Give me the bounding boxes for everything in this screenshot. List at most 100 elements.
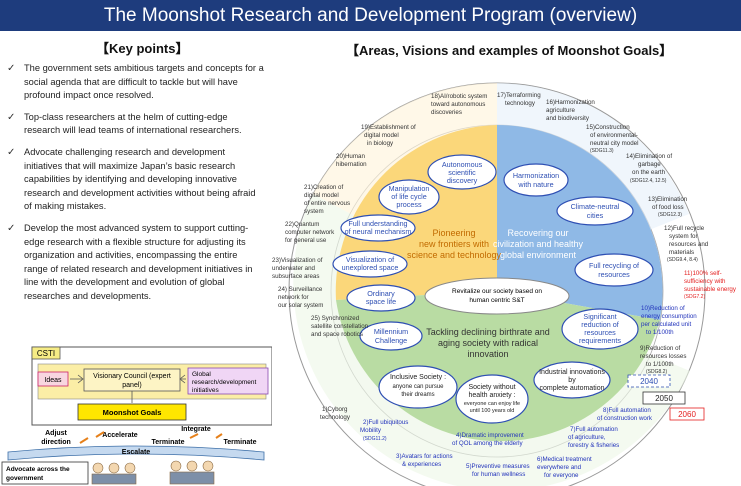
year-2060: 2060	[678, 410, 696, 419]
manipulation-label-2: of life cycle	[391, 192, 427, 201]
visionary-council-label-2: panel)	[122, 382, 141, 389]
millennium-label-2: Challenge	[375, 336, 407, 345]
goal-label-12-4: materials	[669, 249, 694, 256]
goal-label-21-2: digital model	[304, 192, 339, 199]
center-label-2: human centric S&T	[469, 297, 524, 304]
goal-label-23-2: underwater and	[272, 265, 316, 272]
key-points-heading: 【Key points】	[96, 41, 189, 56]
escalate-arrow	[7, 445, 265, 461]
recovering-label-3: global environment	[500, 250, 577, 260]
harmonization-label-2: with nature	[517, 180, 553, 189]
goal-labels-blue: 10)Reduction of energy consumption per c…	[360, 305, 697, 479]
society-label-2: health anxiety :	[468, 392, 515, 399]
inclusive-label-3: their dreams	[401, 392, 434, 398]
industrial-oval	[533, 361, 611, 399]
pioneering-label-3: science and technology	[407, 250, 502, 260]
goal-label-16-2: agriculture	[546, 107, 575, 114]
goal-label-11-3: sustainable energy	[684, 286, 737, 293]
check-icon: ✓	[7, 146, 16, 158]
goals-diagram: Pioneering new frontiers with science an…	[272, 82, 737, 486]
year-2050: 2050	[655, 394, 673, 403]
tackling-label-3: innovation	[467, 349, 508, 359]
global-initiatives-label-2: research/development	[192, 379, 257, 386]
goal-label-10-2: energy consumption	[641, 313, 697, 320]
autonomous-label-2: scientific	[448, 168, 476, 177]
advocate-label-1: Advocate across the	[6, 466, 70, 473]
check-icon: ✓	[7, 111, 16, 123]
ideas-label: Ideas	[44, 377, 62, 384]
tackling-oval-labels: Industrial innovations by complete autom…	[390, 369, 605, 414]
key-point-item: ✓ The government sets ambitious targets …	[7, 63, 264, 101]
global-initiatives-box	[187, 367, 269, 395]
harmonization-label-1: Harmonization	[513, 171, 559, 180]
goal-label-23-3: subsurface areas	[272, 273, 319, 280]
goal-label-13-2: of food loss	[652, 204, 684, 211]
key-point-item: ✓ Develop the most advanced system to su…	[7, 222, 253, 301]
goal-label-18-1: 18)AI/robotic system	[431, 93, 487, 100]
goal-label-12-2: system for	[669, 233, 698, 240]
goal-label-21-4: system	[304, 208, 324, 215]
key-point-item: ✓ Advocate challenging research and deve…	[7, 146, 256, 212]
millennium-label-1: Millennium	[374, 327, 408, 336]
goal-label-21-3: of entire nervous	[304, 200, 350, 207]
goal-label-18-3: discoveries	[431, 109, 462, 116]
inclusive-oval	[378, 365, 458, 409]
harmonization-oval	[503, 163, 569, 197]
tackling-label-1: Tackling declining birthrate and	[426, 327, 550, 337]
arrow-icon	[70, 374, 84, 384]
check-icon: ✓	[7, 63, 16, 74]
goal-label-3-1: 3)Avatars for actions	[396, 453, 453, 460]
goal-label-10-4: to 1/100th	[646, 329, 674, 336]
goal-label-9-3: to 1/100th	[646, 361, 674, 368]
page-title: The Moonshot Research and Development Pr…	[0, 0, 741, 31]
goal-labels: 18)AI/robotic system toward autonomous d…	[272, 92, 709, 421]
society-label-3: everyone can enjoy life	[464, 401, 520, 407]
autonomous-oval	[427, 154, 497, 190]
climate-oval	[556, 196, 634, 226]
org-diagram: CSTI Ideas Visionary Council (expert pan…	[1, 346, 272, 485]
goal-label-2-1: 2)Full ubiquitous	[363, 419, 408, 426]
society-oval	[455, 374, 529, 424]
global-initiatives-label-3: initiatives	[192, 387, 219, 394]
manipulation-oval	[378, 179, 440, 215]
researchers-icon	[91, 460, 215, 485]
goal-label-15-2: of environmental-	[590, 132, 638, 139]
goal-label-7-2: of agriculture,	[568, 434, 606, 441]
terminate-label: Terminate	[152, 439, 185, 446]
goal-label-23-1: 23)Visualization of	[272, 257, 323, 264]
manipulation-label-3: process	[396, 200, 422, 209]
year-markers: 2040 2050 2060	[627, 374, 705, 421]
goal-labels-red: 11)100% self- sufficiency with sustainab…	[684, 270, 737, 300]
goal-label-14-1: 14)Elimination of	[626, 153, 672, 160]
manipulation-label-1: Manipulation	[389, 184, 430, 193]
goal-label-9-4: (SDG8.2)	[646, 369, 667, 375]
goal-label-13-1: 13)Elimination	[648, 196, 688, 203]
goal-label-20-1: 20)Human	[336, 153, 365, 160]
goal-label-18-2: toward autonomous	[431, 101, 485, 108]
goal-label-5-2: for human wellness	[472, 471, 525, 478]
goal-label-25-2: satellite constellation	[311, 323, 369, 330]
escalate-label: Escalate	[122, 449, 151, 456]
advocate-box	[1, 461, 89, 485]
industrial-label-3: complete automation	[540, 385, 605, 392]
climate-label-2: cities	[587, 211, 604, 220]
accelerate-label: Accelerate	[102, 432, 138, 439]
climate-label-1: Climate-neutral	[571, 202, 620, 211]
goal-label-15-1: 15)Construction	[586, 124, 630, 131]
goal-label-8-1: 8)Full automation	[603, 407, 651, 414]
csti-label: CSTI	[37, 349, 55, 358]
csti-tag	[31, 346, 61, 360]
goal-ovals	[332, 154, 654, 424]
goal-label-9-1: 9)Reduction of	[640, 345, 681, 352]
goal-label-19-3: in biology	[367, 140, 394, 147]
neural-label-1: Full understanding	[348, 219, 407, 228]
recycling-label-1: Full recycling of	[589, 261, 639, 270]
goal-label-24-2: network for	[278, 294, 309, 301]
ordinary-oval	[346, 284, 416, 312]
goal-label-2-3: (SDG11.2)	[363, 436, 387, 442]
goal-label-25-3: and space robotics	[311, 331, 363, 338]
society-label-4: until 100 years old	[470, 408, 515, 414]
goal-label-12-3: resources and	[669, 241, 709, 248]
recycling-oval	[574, 253, 654, 287]
goal-label-25-1: 25) Synchronized	[311, 315, 360, 322]
